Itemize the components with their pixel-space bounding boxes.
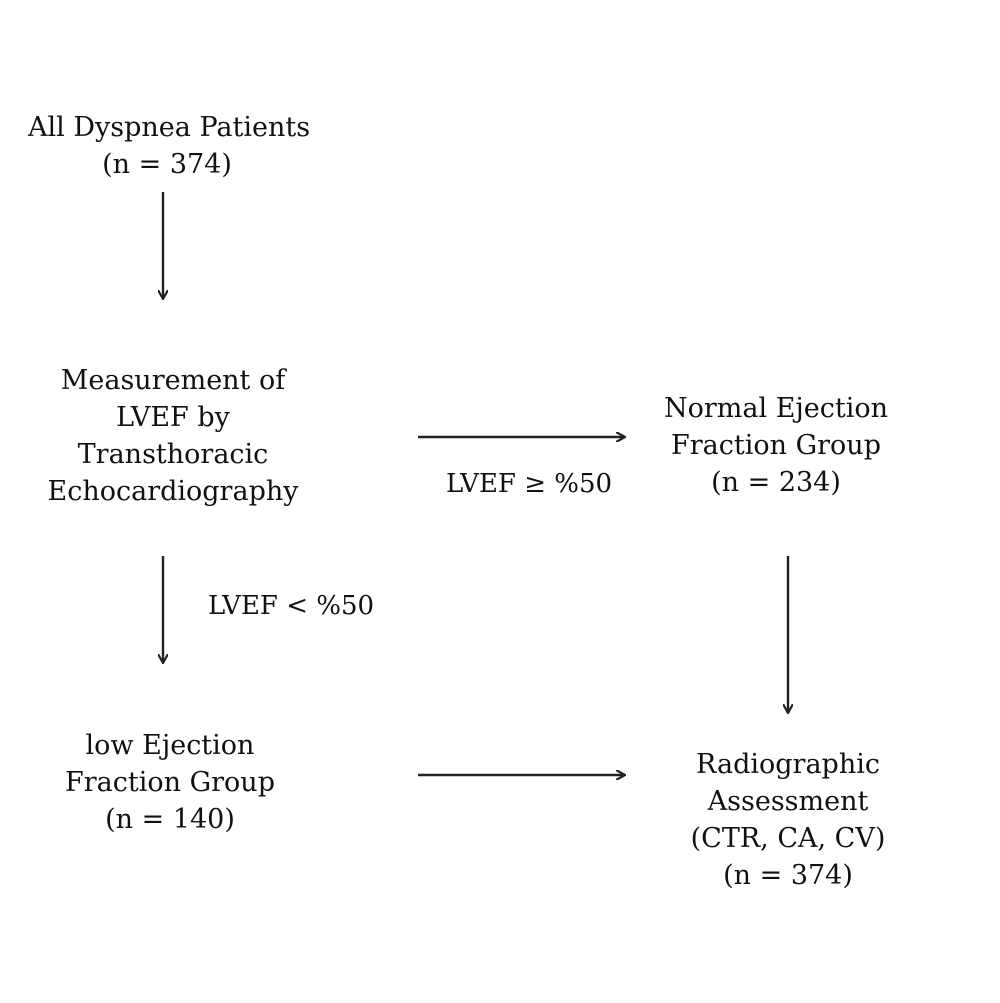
node-radiographic-assessment: Radiographic Assessment (CTR, CA, CV) (n… — [666, 746, 910, 894]
node-line: Echocardiography — [47, 476, 299, 507]
node-line: (n = 374) — [723, 860, 853, 891]
node-line: Fraction Group — [671, 430, 881, 461]
node-line: Radiographic — [696, 749, 880, 780]
node-line: Transthoracic — [77, 439, 269, 470]
edge-label-lvef-ge-50: LVEF ≥ %50 — [446, 469, 613, 499]
node-line: (n = 374) — [102, 149, 232, 180]
node-low-ejection-fraction-group: low Ejection Fraction Group (n = 140) — [50, 727, 290, 838]
node-line: low Ejection — [85, 730, 255, 761]
node-line: Assessment — [707, 786, 869, 817]
edge-label-lvef-lt-50: LVEF < %50 — [208, 591, 375, 621]
node-measurement-lvef: Measurement of LVEF by Transthoracic Ech… — [40, 362, 306, 510]
node-line: Fraction Group — [65, 767, 275, 798]
node-line: (n = 140) — [105, 804, 235, 835]
node-line: Measurement of — [60, 365, 286, 396]
node-line: All Dyspnea Patients — [28, 112, 311, 143]
node-line: LVEF by — [116, 402, 230, 433]
node-normal-ejection-fraction-group: Normal Ejection Fraction Group (n = 234) — [654, 390, 898, 501]
node-line: (CTR, CA, CV) — [690, 823, 886, 854]
node-line: Normal Ejection — [663, 393, 888, 424]
node-all-dyspnea-patients: All Dyspnea Patients (n = 374) — [28, 109, 311, 183]
node-line: (n = 234) — [711, 467, 841, 498]
